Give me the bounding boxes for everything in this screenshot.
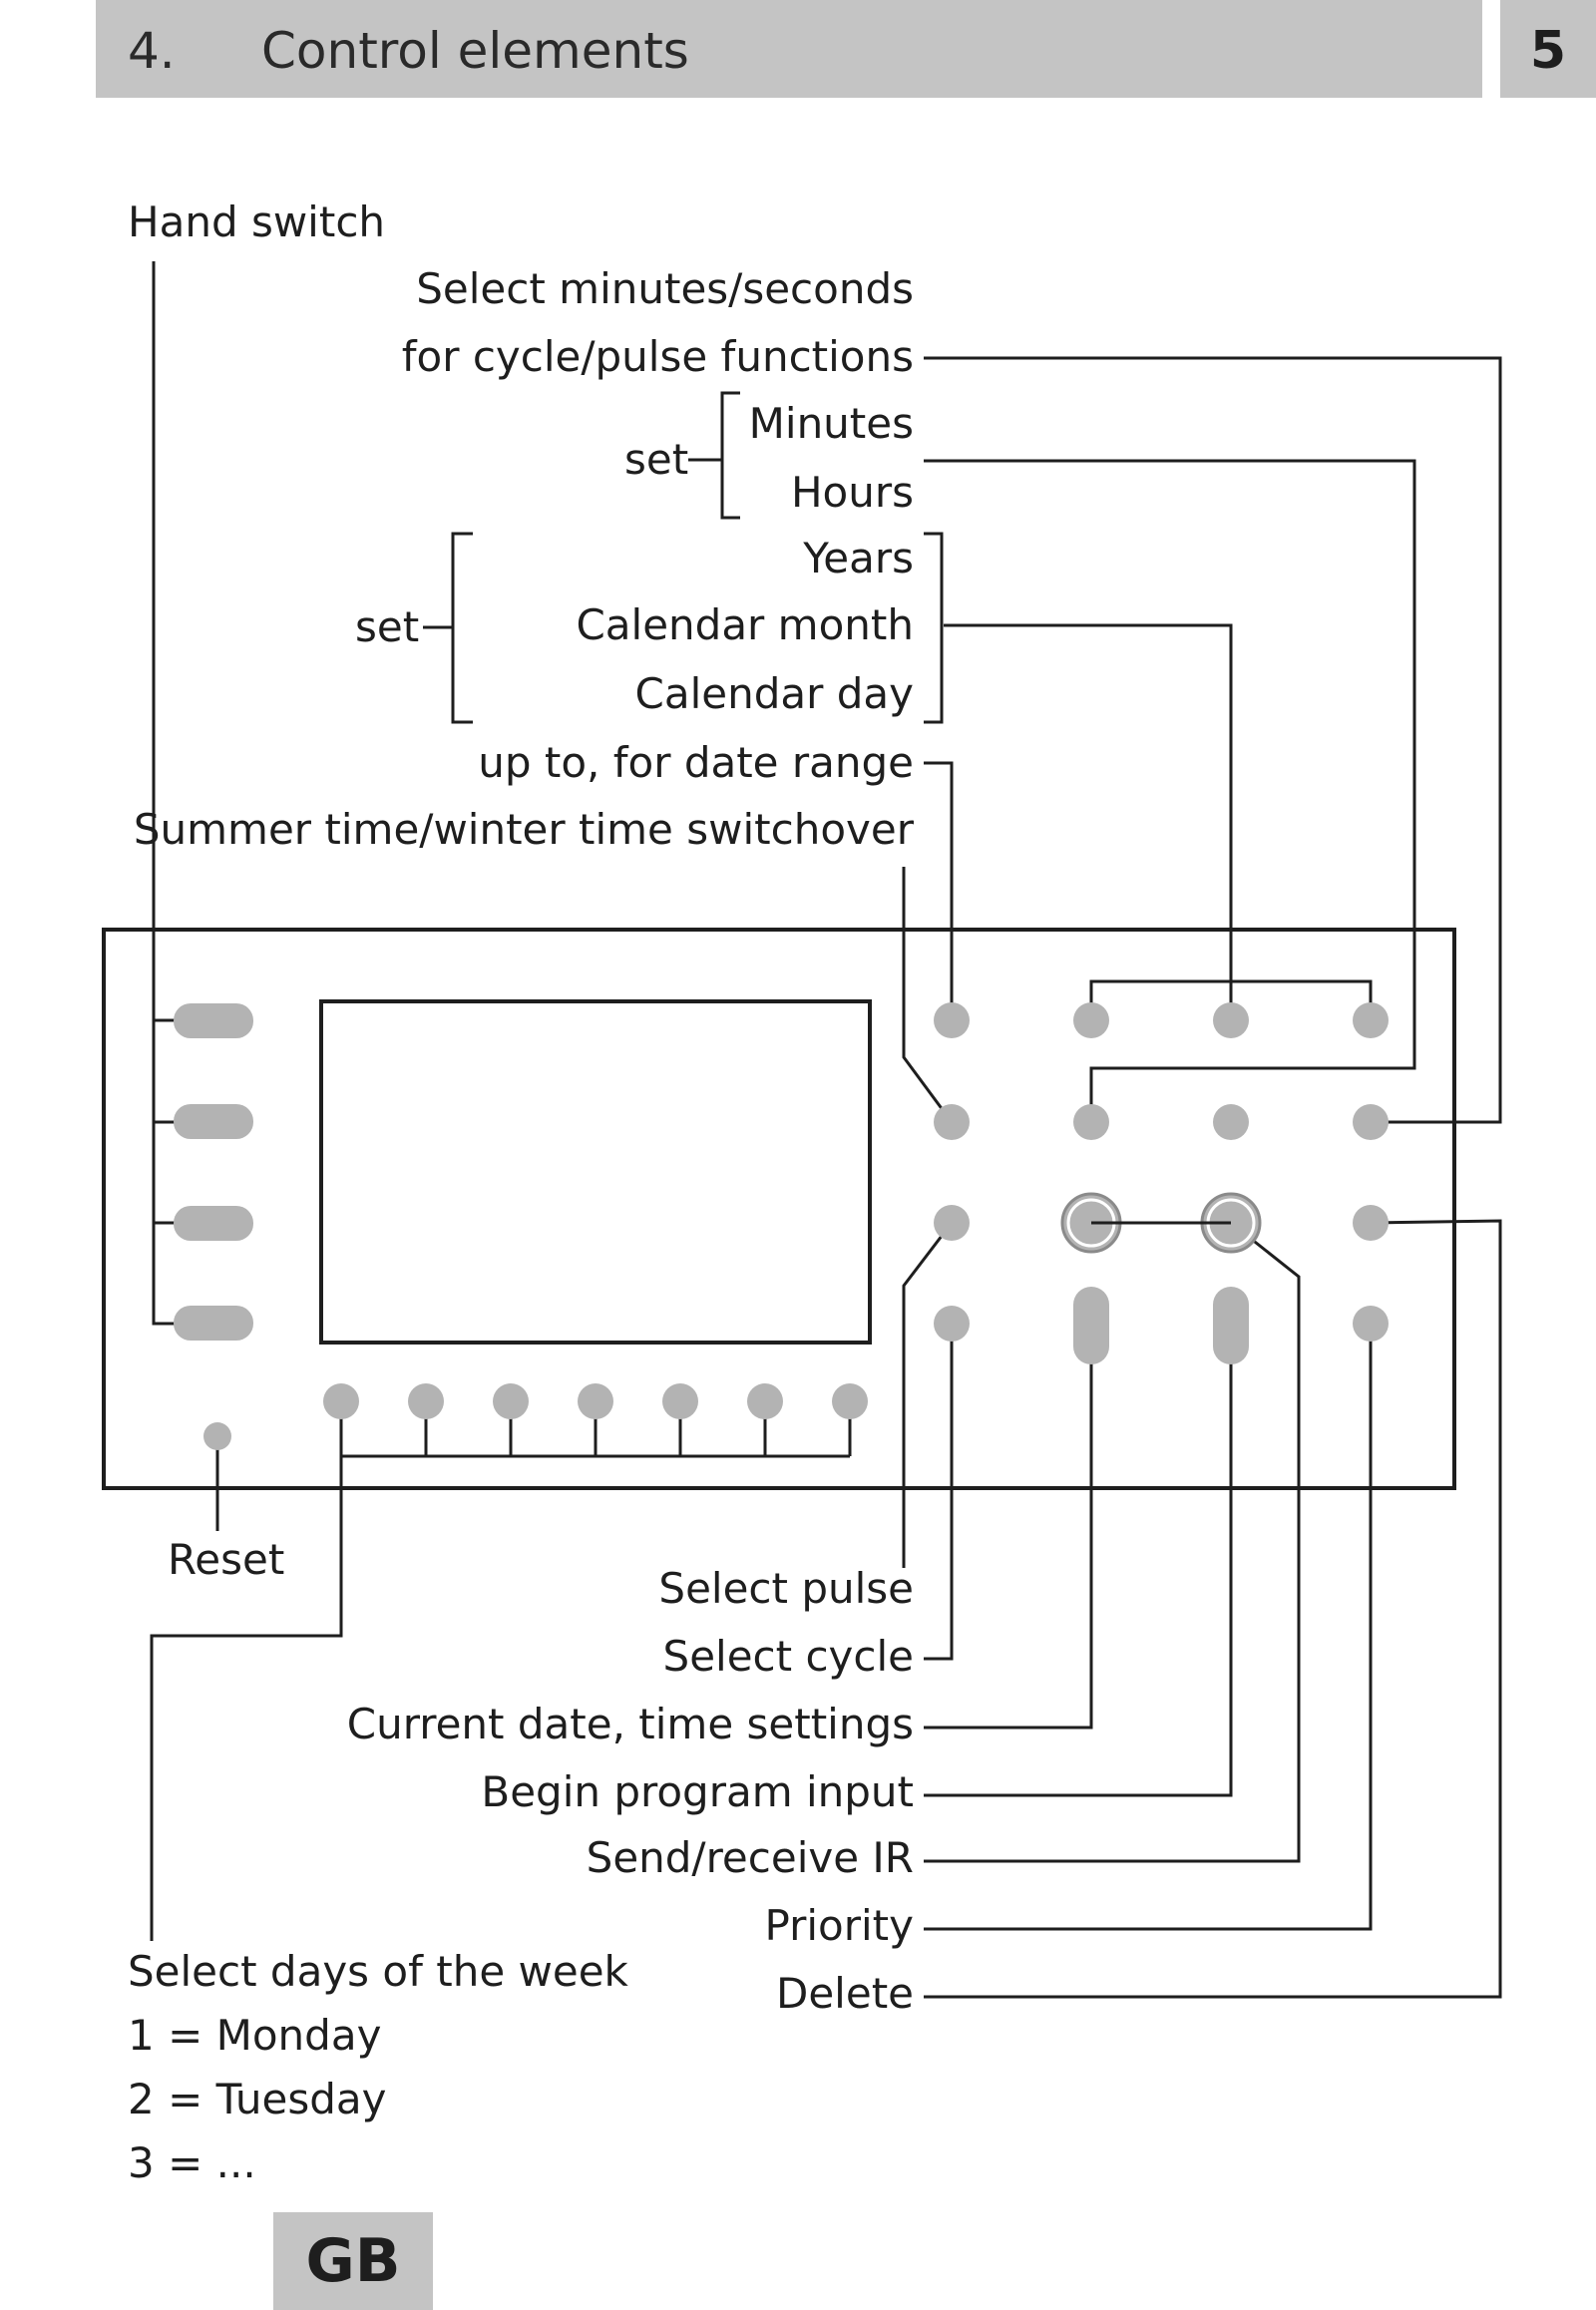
priority-leader <box>924 1324 1373 1931</box>
day-button-5 <box>662 1383 698 1419</box>
begin-program-leader <box>924 1347 1233 1797</box>
hand-switch-key-2 <box>174 1104 253 1139</box>
current-date-leader <box>924 1347 1093 1730</box>
language-badge: GB <box>273 2212 433 2310</box>
label-select-cycle: Select cycle <box>662 1632 914 1681</box>
key-r4c4 <box>1353 1306 1389 1342</box>
day-button-4 <box>578 1383 613 1419</box>
key-r3c1 <box>934 1205 970 1241</box>
day-button-3 <box>493 1383 529 1419</box>
label-delete: Delete <box>776 1969 914 2018</box>
key-r1c3 <box>1213 1002 1249 1038</box>
reset-button <box>203 1422 231 1450</box>
key-r1c1 <box>934 1002 970 1038</box>
day-button-2 <box>408 1383 444 1419</box>
minutes-seconds-leader <box>924 356 1502 1124</box>
label-begin-program: Begin program input <box>481 1767 914 1816</box>
label-select-pulse: Select pulse <box>658 1564 914 1613</box>
select-cycle-leader <box>924 1324 954 1661</box>
label-day-3: 3 = ... <box>128 2138 256 2187</box>
page-number: 5 <box>1529 21 1567 81</box>
device-outline <box>102 928 1456 1490</box>
key-r1c2 <box>1073 1002 1109 1038</box>
date-set-leader <box>944 623 1233 1020</box>
label-calendar-month: Calendar month <box>576 600 914 649</box>
section-title: Control elements <box>261 22 689 80</box>
hand-switch-leader <box>152 261 211 1326</box>
label-summer-winter: Summer time/winter time switchover <box>133 805 914 854</box>
label-years: Years <box>803 534 914 582</box>
key-r3c4 <box>1353 1205 1389 1241</box>
key-r2c3 <box>1213 1104 1249 1140</box>
label-calendar-day: Calendar day <box>634 669 914 718</box>
label-send-receive-ir: Send/receive IR <box>586 1833 914 1882</box>
minutes-hours-bracket <box>720 391 740 520</box>
label-current-date: Current date, time settings <box>346 1700 914 1748</box>
select-pulse-leader <box>902 1222 954 1568</box>
current-date-key <box>1073 1287 1109 1364</box>
date-right-bracket <box>924 532 944 724</box>
label-priority: Priority <box>764 1901 914 1950</box>
label-reset: Reset <box>168 1535 285 1584</box>
key-r2c2 <box>1073 1104 1109 1140</box>
section-number: 4. <box>128 22 176 80</box>
day-button-7 <box>832 1383 868 1419</box>
label-select-minutes-seconds: Select minutes/seconds <box>416 264 914 313</box>
key-r1c4 <box>1353 1002 1389 1038</box>
label-day-2: 2 = Tuesday <box>128 2075 387 2123</box>
minutes-hours-leader <box>924 459 1416 1122</box>
key-r4c1 <box>934 1306 970 1342</box>
hand-switch-key-3 <box>174 1206 253 1241</box>
days-of-week-leader <box>150 1456 343 1941</box>
begin-program-key <box>1213 1287 1249 1364</box>
label-hand-switch: Hand switch <box>128 197 386 246</box>
summer-winter-leader <box>902 867 954 1123</box>
lcd-display <box>319 999 872 1345</box>
page-number-box <box>1500 0 1596 98</box>
date-bracket <box>451 532 473 724</box>
label-day-1: 1 = Monday <box>128 2011 382 2060</box>
label-cycle-pulse-functions: for cycle/pulse functions <box>401 332 914 381</box>
day-button-1 <box>323 1383 359 1419</box>
label-set-date: set <box>355 602 420 651</box>
key-r2c1 <box>934 1104 970 1140</box>
label-select-days: Select days of the week <box>128 1947 628 1996</box>
section-header-bar <box>96 0 1482 98</box>
label-hours: Hours <box>790 468 914 517</box>
hand-switch-key-4 <box>174 1306 253 1341</box>
label-set-time: set <box>624 435 689 484</box>
hand-switch-key-1 <box>174 1003 253 1038</box>
label-date-range: up to, for date range <box>478 738 914 787</box>
label-minutes: Minutes <box>748 399 914 448</box>
key-r2c4 <box>1353 1104 1389 1140</box>
day-button-6 <box>747 1383 783 1419</box>
delete-leader <box>924 1219 1502 1999</box>
date-range-leader <box>924 761 954 1020</box>
